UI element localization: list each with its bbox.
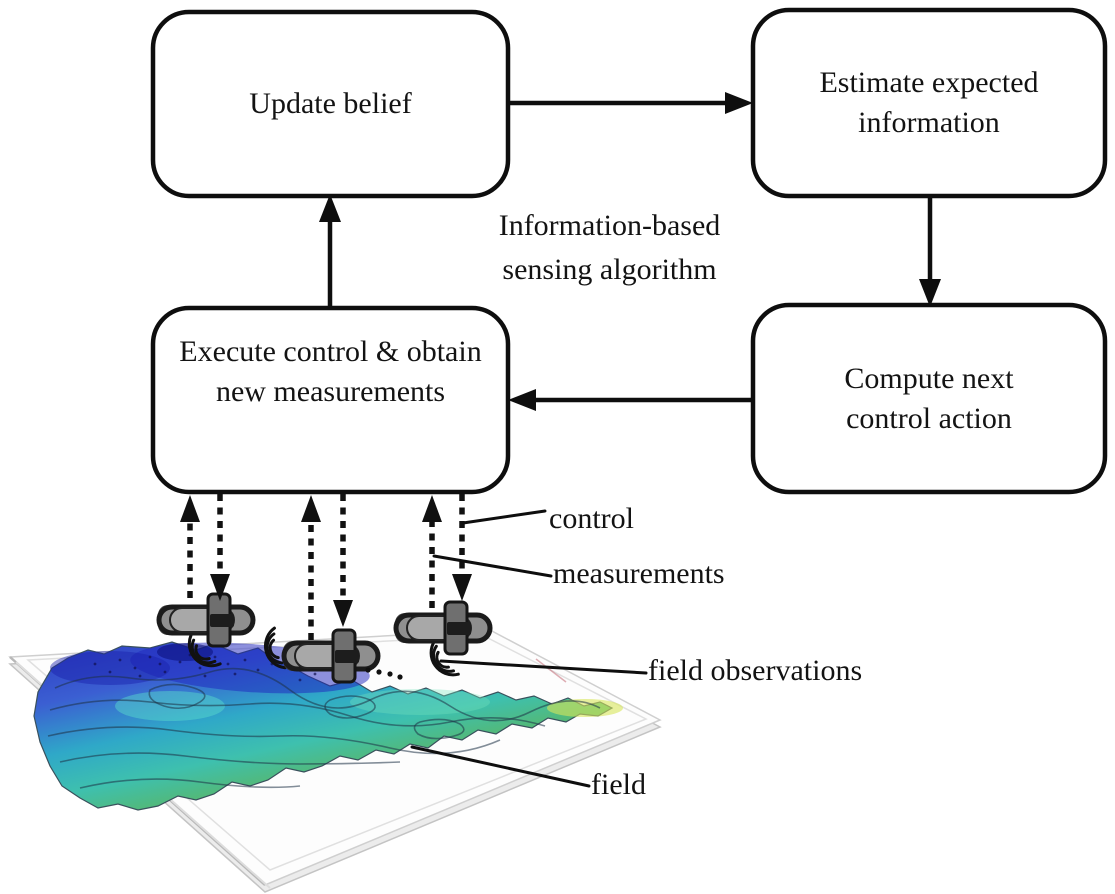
control-down-arrow — [452, 494, 472, 601]
measurements-leader-line — [432, 554, 553, 578]
control-down-arrow — [333, 494, 353, 627]
control-down-arrow — [210, 494, 230, 601]
field-speckles — [93, 653, 317, 682]
callout-leader-lines — [410, 509, 648, 788]
arrow-compute-to-execute — [508, 389, 751, 411]
arrow-update-to-estimate — [510, 92, 753, 114]
flow-arrows — [319, 92, 941, 411]
box-compute-next — [750, 302, 1108, 495]
control-leader-line — [461, 509, 547, 525]
auv-dotted-trail — [365, 667, 403, 680]
measurements-up-arrow — [301, 495, 321, 640]
field-scene — [8, 594, 662, 893]
measurements-up-arrow — [180, 495, 200, 598]
flow-boxes — [150, 7, 1108, 495]
field-observations-leader-line — [439, 659, 648, 675]
field-leader-line — [410, 745, 591, 788]
measurements-up-arrow — [422, 495, 442, 608]
dashed-arrows — [180, 494, 472, 640]
sheet-fold-mark — [535, 658, 567, 683]
box-update-belief — [150, 9, 511, 199]
box-estimate-expected — [750, 7, 1108, 199]
arrow-estimate-to-compute — [919, 198, 941, 307]
arrow-execute-to-update — [319, 194, 341, 306]
box-execute-control — [150, 305, 511, 495]
auv-icon — [158, 594, 254, 646]
